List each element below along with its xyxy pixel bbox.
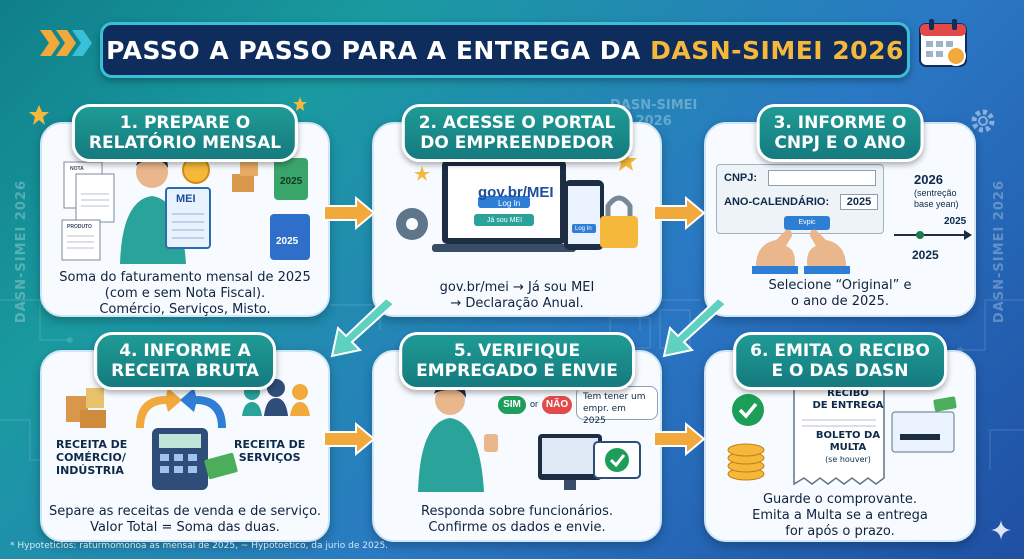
arrow-down-left-icon (662, 298, 728, 358)
login-button[interactable]: Log In (498, 199, 521, 208)
arrow-right-icon (653, 196, 706, 230)
gear-icon (971, 109, 995, 133)
already-mei-button[interactable]: Já sou MEI (487, 217, 523, 224)
star-icon (293, 97, 307, 111)
step-6-caption: Guarde o comprovante. Emita a Multa se a… (752, 492, 928, 539)
star-icon (29, 105, 49, 125)
step-1-caption: Soma do faturamento mensal de 2025 (com … (59, 270, 311, 317)
page-title: PASSO A PASSO PARA A ENTREGA DA DASN-SIM… (106, 35, 904, 65)
right-side-watermark: DASN-SIMEI 2026 (992, 180, 1007, 324)
penalty-label: BOLETO DA MULTA (se houver) (815, 430, 881, 464)
step-3-caption: Selecione “Original” e o ano de 2025. (768, 278, 912, 309)
ano-input[interactable]: 2025 (840, 194, 878, 210)
portal-illustration (396, 150, 638, 252)
site-name-label: gov.br/MEI (478, 184, 554, 201)
calendar-icon (919, 19, 967, 67)
receipt-illustration (727, 381, 957, 486)
arrow-right-icon (323, 422, 376, 456)
step-4-caption: Separe as receitas de venda e de serviço… (49, 504, 321, 535)
timeline-arrow (894, 230, 972, 240)
chevrons-icon (40, 30, 92, 56)
page-header: PASSO A PASSO PARA A ENTREGA DA DASN-SIM… (100, 22, 910, 78)
cnpj-input[interactable] (768, 170, 876, 186)
revenue-illustration (66, 379, 310, 490)
phone-login-button[interactable]: Log In (575, 226, 592, 232)
arrow-right-icon (653, 422, 706, 456)
nao-option[interactable]: NÃO (542, 396, 572, 414)
step-5-caption: Responda sobre funcionários. Confirme os… (421, 504, 613, 535)
year-2026-label: 2026 (914, 172, 943, 187)
sim-option[interactable]: SIM (498, 396, 526, 414)
services-label: RECEITA DE SERVIÇOS (234, 438, 306, 464)
cnpj-label: CNPJ: (724, 172, 758, 184)
left-side-watermark: DASN-SIMEI 2026 (14, 180, 29, 324)
doc-label-produto: PRODUTO (67, 224, 92, 230)
employee-question-bubble: Tem tener um empr. em 2025 (576, 386, 658, 426)
report-illustration (61, 151, 310, 264)
year-note-line-1: (sentreção (914, 188, 957, 198)
timeline-tick-right: 2025 (944, 216, 967, 227)
ano-label: ANO-CALENDÁRIO: (724, 196, 830, 208)
arrow-down-left-icon (330, 298, 396, 358)
commerce-label: RECEITA DE COMÉRCIO/ INDÚSTRIA (56, 438, 128, 477)
arrow-right-icon (323, 196, 376, 230)
hands-icon (752, 229, 850, 274)
verify-illustration (418, 381, 641, 492)
year-note-line-2: base yean) (914, 199, 959, 209)
or-label: or (530, 399, 539, 409)
mei-label: MEI (176, 193, 196, 205)
year-label-blue: 2025 (276, 236, 299, 247)
footnote: * Hypoteticlos: raturmomonoa as mensal d… (10, 541, 389, 551)
confirm-button[interactable]: Evpic (784, 216, 830, 230)
sparkle-icon (991, 520, 1011, 540)
step-2-caption: gov.br/mei → Já sou MEI → Declaração Anu… (439, 280, 595, 311)
receipt-label: RECIBO DE ENTREGA (812, 388, 884, 411)
timeline-tick-bottom: 2025 (912, 248, 939, 262)
doc-label-nota: NOTA (70, 166, 84, 172)
year-label-green: 2025 (280, 176, 303, 187)
